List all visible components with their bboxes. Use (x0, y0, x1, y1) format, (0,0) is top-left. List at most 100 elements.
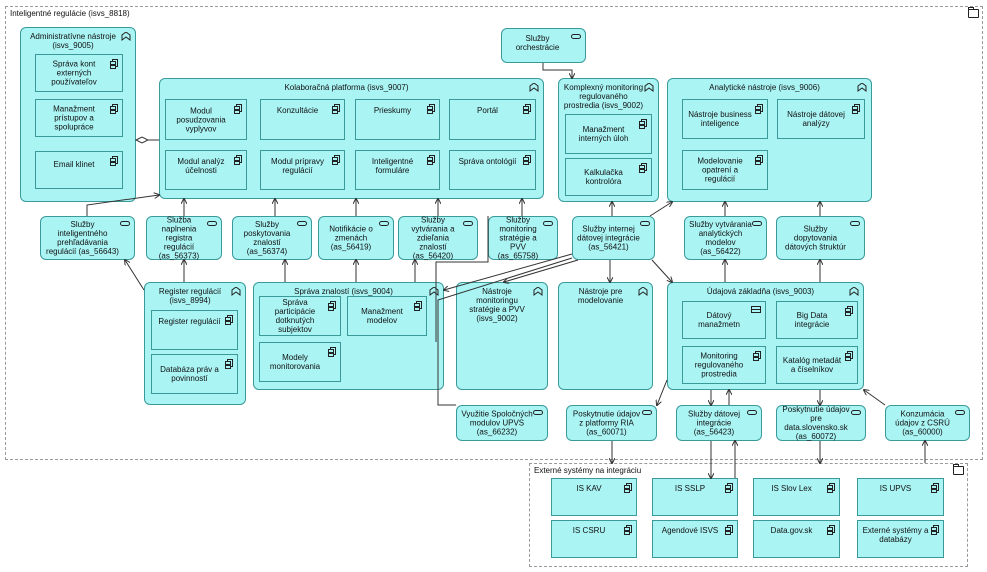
service-icon (297, 221, 307, 226)
service-vytvaranie-znalosti[interactable]: Služby vytvárania a zdieľania znalostí (… (398, 216, 478, 261)
component-icon (110, 156, 118, 166)
component-sprava-participacie[interactable]: Správa participácie dotknutých subjektov (259, 296, 341, 336)
service-analyticke-modely[interactable]: Služby vytvárania analytických modelov (… (684, 216, 767, 260)
component-icon (931, 525, 939, 535)
function-icon (849, 287, 859, 296)
component-icon (523, 104, 531, 114)
external-is-upvs[interactable]: IS UPVS (857, 478, 944, 516)
component-register-regulacii[interactable]: Register regulácií (151, 310, 238, 350)
service-icon (642, 410, 652, 415)
component-icon (755, 155, 763, 165)
component-business-inteligence[interactable]: Nástroje business inteligence (682, 99, 768, 139)
node-title: Správa znalostí (isvs_9004) (294, 287, 393, 296)
service-icon (747, 410, 757, 415)
component-icon (234, 155, 242, 165)
node-nastroje-modelovanie[interactable]: Nástroje pre modelovanie (558, 282, 653, 390)
component-modul-analyz[interactable]: Modul analýz účelnosti (165, 150, 247, 190)
service-icon (543, 221, 553, 226)
component-modely-monitorovania[interactable]: Modely monitorovania (259, 342, 341, 382)
component-icon (624, 525, 632, 535)
component-icon (852, 104, 860, 114)
service-poskytnutie-ria[interactable]: Poskytnutie údajov z platformy RIA (as_6… (566, 405, 657, 441)
folder-icon (968, 7, 979, 18)
group-externe-systemy: Externé systémy na integráciu (529, 463, 968, 567)
component-icon (827, 483, 835, 493)
node-nastroje-monitoringu[interactable]: Nástroje monitoringu stratégie a PVV (is… (456, 282, 548, 390)
component-icon (328, 301, 336, 311)
external-is-csru[interactable]: IS CSRU (551, 520, 637, 558)
component-icon (414, 301, 422, 311)
group-title: Inteligentné regulácie (isvs_8818) (10, 9, 130, 18)
external-agendove-isvs[interactable]: Agendové ISVS (652, 520, 738, 558)
component-manazment-internych-uloh[interactable]: Manažment interných úloh (565, 114, 652, 154)
component-manazment-modelov[interactable]: Manažment modelov (347, 296, 427, 336)
component-katalog-metadat[interactable]: Katalóg metadát a číselníkov (776, 346, 858, 384)
function-icon (638, 287, 648, 296)
service-interna-datova-integracia[interactable]: Služby internej dátovej integrácie (as_5… (572, 216, 655, 260)
service-icon (379, 221, 389, 226)
component-konzultacie[interactable]: Konzultácie (260, 99, 345, 140)
service-sluzby-orchestracie[interactable]: Služby orchestrácie (501, 28, 586, 63)
data-object-icon (751, 306, 761, 313)
service-vyuzitie-upvs[interactable]: Využitie Spoločných modulov UPVS (as_662… (456, 405, 548, 441)
function-icon (231, 287, 241, 296)
component-big-data[interactable]: Big Data integrácie (776, 301, 858, 339)
component-modelovanie-opatreni[interactable]: Modelovanie opatrení a regulácií (682, 150, 768, 190)
component-icon (639, 119, 647, 129)
component-prieskumy[interactable]: Prieskumy (355, 99, 440, 140)
external-systemy-databazy[interactable]: Externé systémy a databázy (857, 520, 944, 558)
service-poskytnutie-data-slovensko[interactable]: Poskytnutie údajov pre data.slovensko.sk… (776, 405, 866, 441)
external-is-kav[interactable]: IS KAV (551, 478, 637, 516)
component-icon (110, 104, 118, 114)
service-notifikacie[interactable]: Notifikácie o zmenách (as_56419) (318, 216, 394, 260)
data-datovy-manazment[interactable]: Dátový manažmetn (682, 301, 766, 339)
component-sprava-kont[interactable]: Správa kont externých používateľov (35, 54, 123, 92)
service-icon (463, 221, 473, 226)
component-manazment-pristupov[interactable]: Manažment prístupov a spolupráce (35, 99, 123, 137)
service-monitoring-strategie[interactable]: Služby monitoring stratégie a PVV (as_65… (488, 216, 558, 261)
component-modul-posudzovania[interactable]: Modul posudzovania vyplyvov (165, 99, 247, 140)
service-icon (851, 410, 861, 415)
service-poskytovanie-znalosti[interactable]: Služby poskytovania znalostí (as_56374) (232, 216, 312, 260)
component-icon (427, 155, 435, 165)
service-icon (850, 221, 860, 226)
component-sprava-ontologii[interactable]: Správa ontológií (449, 150, 536, 190)
node-title: Nástroje pre modelovanie (577, 287, 624, 305)
component-icon (523, 155, 531, 165)
service-icon (533, 410, 543, 415)
service-naplnenie-registra[interactable]: Služba naplnenia registra regulácií (as_… (146, 216, 222, 261)
service-inteligentne-prehladavanie[interactable]: Služby inteligentného prehľadávania regu… (40, 216, 135, 260)
node-title: Analytické nástroje (isvs_9006) (709, 83, 820, 92)
component-portal[interactable]: Portál (449, 99, 536, 140)
service-icon (207, 221, 217, 226)
node-title: Údajová základňa (isvs_9003) (706, 287, 815, 296)
function-icon (857, 83, 867, 92)
component-icon (234, 104, 242, 114)
component-icon (931, 483, 939, 493)
component-inteligentne-formulare[interactable]: Inteligentné formuláre (355, 150, 440, 190)
component-databaza-prav[interactable]: Databáza práv a povinností (151, 354, 238, 394)
function-icon (529, 83, 539, 92)
component-icon (639, 163, 647, 173)
function-icon (429, 287, 439, 296)
component-datova-analyza[interactable]: Nástroje dátovej analýzy (777, 99, 865, 139)
node-title: Register regulácií (isvs_8994) (158, 287, 222, 305)
external-is-slov-lex[interactable]: IS Slov Lex (753, 478, 840, 516)
component-email-klinet[interactable]: Email klinet (35, 151, 123, 189)
component-icon (332, 104, 340, 114)
service-datova-integracia[interactable]: Služby dátovej integrácie (as_56423) (676, 405, 762, 441)
service-icon (571, 34, 581, 39)
service-konzumacia-csru[interactable]: Konzumácia údajov z CSRÚ (as_60000) (885, 405, 970, 441)
service-dopytovanie-struktur[interactable]: Služby dopytovania dátových štruktúr (776, 216, 865, 260)
node-title: Administratívne nástroje (isvs_9005) (30, 32, 116, 50)
node-title: Nástroje monitoringu stratégie a PVV (is… (469, 287, 525, 323)
component-icon (332, 155, 340, 165)
component-kalkulacka-kontrolora[interactable]: Kalkulačka kontrolóra (565, 158, 652, 196)
component-monitoring-prostredia[interactable]: Monitoring regulovaného prostredia (682, 346, 766, 384)
service-icon (752, 221, 762, 226)
node-title: Komplexný monitoring regulovaného prostr… (563, 83, 644, 110)
external-data-gov-sk[interactable]: Data.gov.sk (753, 520, 840, 558)
external-is-sslp[interactable]: IS SSLP (652, 478, 738, 516)
component-icon (225, 315, 233, 325)
component-modul-pripravy[interactable]: Modul prípravy regulácií (260, 150, 345, 190)
